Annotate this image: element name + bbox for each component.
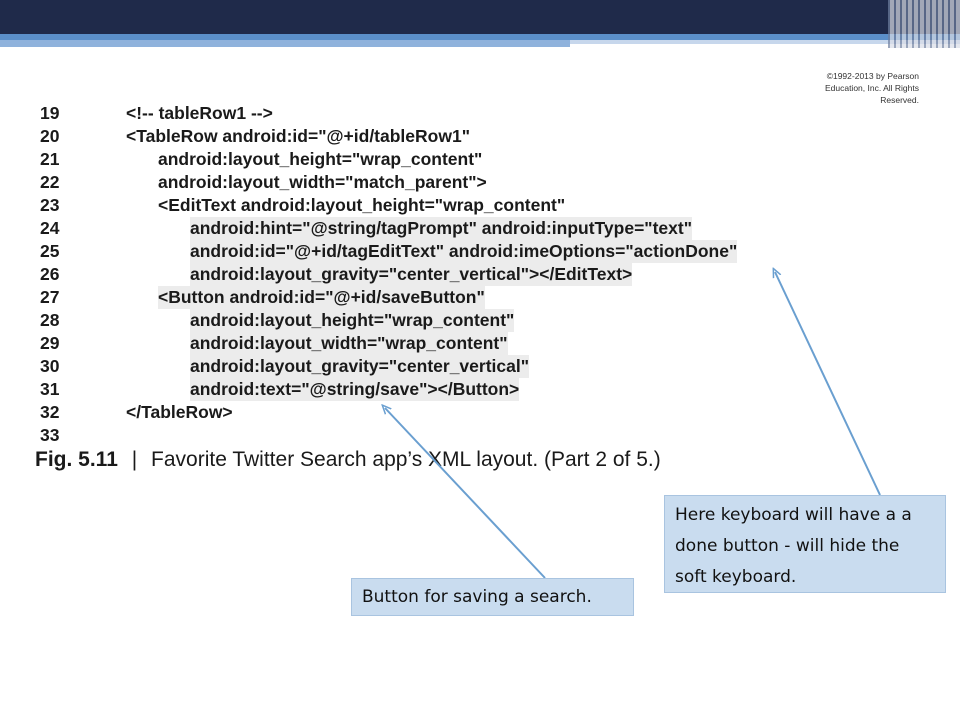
code-text: <EditText android:layout_height="wrap_co… bbox=[158, 195, 566, 215]
line-number: 26 bbox=[40, 264, 60, 284]
line-number: 30 bbox=[40, 356, 60, 376]
code-text: <Button android:id="@+id/saveButton" bbox=[158, 286, 485, 309]
slide-header-gap bbox=[775, 48, 960, 66]
copyright-line-1: ©1992-2013 by Pearson bbox=[826, 71, 919, 81]
line-number: 28 bbox=[40, 310, 60, 330]
line-number: 20 bbox=[40, 126, 60, 146]
code-text: <TableRow android:id="@+id/tableRow1" bbox=[126, 126, 471, 146]
line-number: 21 bbox=[40, 149, 60, 169]
code-text: android:hint="@string/tagPrompt" android… bbox=[190, 217, 693, 240]
keyboard-done-callout: Here keyboard will have a a done button … bbox=[664, 495, 946, 593]
arrow-to-ime-options bbox=[775, 272, 881, 496]
code-text: </TableRow> bbox=[126, 402, 233, 422]
line-number: 33 bbox=[40, 425, 60, 445]
line-number: 25 bbox=[40, 241, 60, 261]
line-number: 31 bbox=[40, 379, 60, 399]
slide-header-stripe bbox=[0, 34, 960, 40]
figure-caption: Fig. 5.11 | Favorite Twitter Search app’… bbox=[35, 448, 661, 472]
slide-header-bar bbox=[0, 0, 960, 34]
code-text: android:layout_height="wrap_content" bbox=[158, 149, 483, 169]
code-text: android:layout_gravity="center_vertical" bbox=[190, 355, 530, 378]
caption-separator: | bbox=[131, 448, 138, 471]
copyright-line-2: Education, Inc. All Rights bbox=[824, 83, 919, 93]
line-number: 27 bbox=[40, 287, 60, 307]
line-number: 19 bbox=[40, 103, 60, 123]
code-text: android:layout_gravity="center_vertical"… bbox=[190, 263, 633, 286]
arrow-to-save-button bbox=[385, 408, 546, 579]
line-number: 22 bbox=[40, 172, 60, 192]
slide-header-stripe-light bbox=[0, 40, 570, 47]
code-text: <!-- tableRow1 --> bbox=[126, 103, 273, 123]
line-number: 24 bbox=[40, 218, 60, 238]
caption-text: Favorite Twitter Search app’s XML layout… bbox=[151, 448, 661, 471]
code-text: android:layout_width="match_parent"> bbox=[158, 172, 487, 192]
copyright-line-3: Reserved. bbox=[880, 95, 919, 105]
copyright-notice: ©1992-2013 by Pearson Education, Inc. Al… bbox=[775, 70, 919, 106]
line-number: 32 bbox=[40, 402, 60, 422]
code-text: android:text="@string/save"></Button> bbox=[190, 378, 520, 401]
slide-header-stripe-pale bbox=[570, 40, 960, 44]
save-button-callout: Button for saving a search. bbox=[351, 578, 634, 616]
line-number: 23 bbox=[40, 195, 60, 215]
code-text: android:layout_height="wrap_content" bbox=[190, 309, 515, 332]
figure-number: Fig. 5.11 bbox=[35, 448, 118, 471]
code-text: android:id="@+id/tagEditText" android:im… bbox=[190, 240, 738, 263]
code-text: android:layout_width="wrap_content" bbox=[190, 332, 508, 355]
line-number: 29 bbox=[40, 333, 60, 353]
